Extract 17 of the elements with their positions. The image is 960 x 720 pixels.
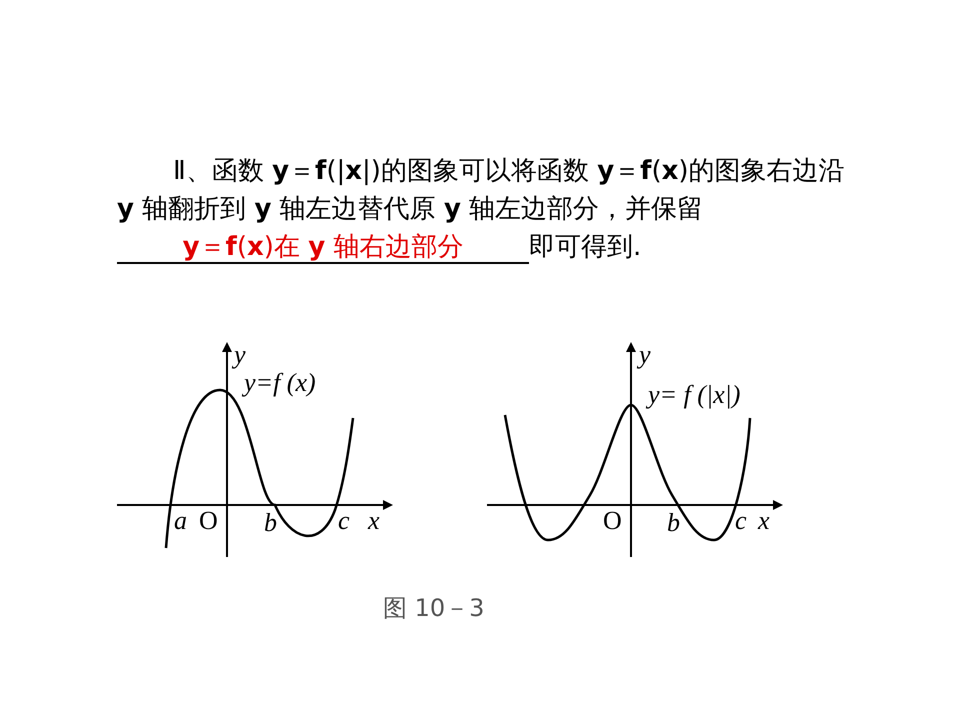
graph-label: O <box>199 506 218 536</box>
graph-label: y= f (|x|) <box>648 380 740 410</box>
graph-label: a <box>174 506 187 536</box>
graph-label: x <box>758 506 770 536</box>
graph-label: b <box>667 508 680 538</box>
graph-label: y <box>639 340 651 370</box>
graph-label: c <box>735 506 747 536</box>
graph-label: b <box>264 508 277 538</box>
graph-label: y <box>234 340 246 370</box>
graph-label: y=f (x) <box>244 368 316 398</box>
figure-caption: 图 10－3 <box>383 593 484 624</box>
graph-label: x <box>368 506 380 536</box>
graph-label: c <box>338 506 350 536</box>
fill-in-line: y＝f(x)在 y 轴右边部分 <box>117 232 529 264</box>
graph-label: O <box>603 506 622 536</box>
problem-text: 即可得到. <box>529 232 642 262</box>
problem-text: Ⅱ、函数 y＝f(|x|)的图象可以将函数 y＝f(x)的图象右边沿 y 轴翻折到 y 轴左边替代原 y 轴左边部分，并保留 <box>117 156 845 224</box>
